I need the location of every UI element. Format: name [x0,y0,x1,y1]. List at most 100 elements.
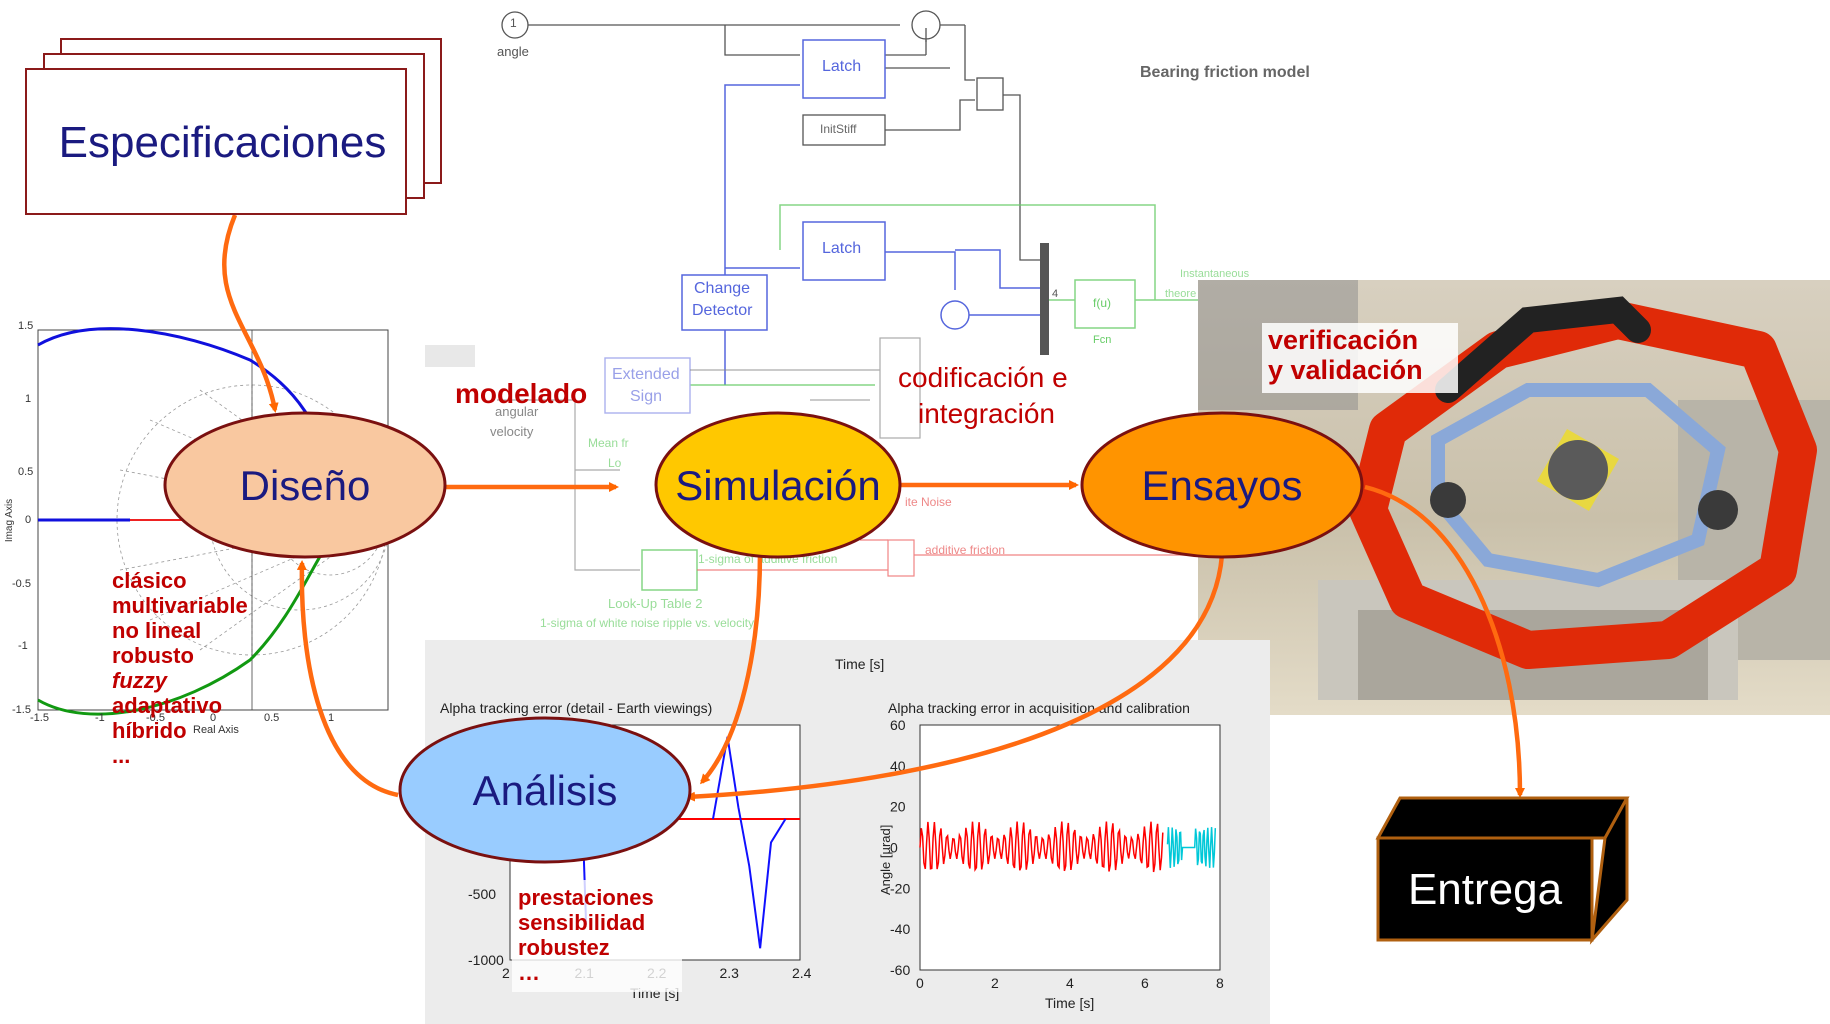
lookup-label: Look-Up Table 2 [608,596,703,611]
ensayos-label[interactable]: Ensayos [1141,462,1303,509]
product-block [976,77,1004,111]
method-item: híbrido [112,718,187,743]
analysis-metrics-bg [512,880,682,992]
method-item: ... [112,743,131,768]
nyq-ytick--0.5: -0.5 [12,578,31,590]
specs-doc-front [25,68,407,215]
inport-angle-label: angle [497,44,529,59]
mean-fr-label: Mean fr [588,436,629,450]
initstiff-label: InitStiff [820,122,857,136]
chart2-ylabel: Angle [µrad] [878,825,893,895]
change-detector-label-1: Change [694,280,751,297]
modelado-label: modelado [455,378,588,409]
sim-time-axis-label: Time [s] [835,656,885,672]
latch-2-label: Latch [822,240,862,257]
entrega-box-top [1375,796,1630,840]
arrow-analisis-to-diseno [296,560,399,798]
fcn-block [1074,279,1136,329]
sigma-white-label: 1-sigma of white noise ripple vs. veloci… [540,616,755,630]
verificacion-label-1: verificación [1268,325,1419,355]
nyq-ytick-0: 0 [25,514,32,526]
mux-block [1040,243,1049,355]
latch-block-2 [802,221,886,281]
mux-count: 4 [1052,288,1059,300]
lo-label: Lo [608,456,622,470]
inport-1-num: 1 [510,16,517,30]
chart2-series-red [919,821,1164,873]
product-block-2 [887,539,915,577]
chart1-xtick: 2.3 [720,965,740,981]
chart2-title: Alpha tracking error in acquisition and … [888,700,1190,716]
entrega-label[interactable]: Entrega [1407,865,1563,914]
simulacion-node [654,411,902,559]
extended-sign-block [604,357,691,414]
chart2-ytick: 60 [890,717,906,733]
codificacion-label-2: integración [918,398,1055,429]
latch-1-label: Latch [822,58,862,75]
diseno-node [163,411,447,559]
nyq-xlabel: Real Axis [193,724,239,736]
analisis-label[interactable]: Análisis [472,767,618,814]
inport-2-label-2: velocity [490,424,534,439]
nyq-xtick--1.5: -1.5 [30,712,49,724]
latch-block-1 [802,39,886,99]
metric-item: … [518,960,540,985]
chart2-xtick: 2 [991,975,999,991]
entrega-box-side [1589,797,1629,945]
arrow-ensayos-to-analisis [685,554,1225,802]
arrow-simulacion-to-analisis [699,551,763,785]
fcn-label: Fcn [1093,334,1112,346]
codificacion-label-1: codificación e [898,362,1068,393]
ensayos-node [1080,411,1364,559]
metric-item: robustez [518,935,610,960]
nyq-ytick-1: 1 [25,393,32,405]
analysis-metrics-list: prestaciones sensibilidad robustez … [518,885,654,985]
chart2-ytick: -60 [890,962,910,978]
inport-2-label-1: angular [495,404,539,419]
instant-label-1: Instantaneous [1180,268,1250,280]
instant-label-2: theore [1165,288,1197,300]
chart1-ytick: -500 [468,886,496,902]
chart-alpha-acquisition: Alpha tracking error in acquisition and … [878,700,1224,1011]
chart2-ytick: 20 [890,799,906,815]
specs-label: Especificaciones [58,118,387,167]
simulacion-label[interactable]: Simulación [675,462,881,509]
arrow-ensayos-to-entrega [1364,484,1525,798]
nyq-xtick--0.5: -0.5 [146,712,165,724]
chart2-series-cyan [1166,827,1217,868]
method-item: multivariable [112,593,248,618]
nyq-xtick--1: -1 [95,712,105,724]
design-methods-list: clásico multivariable no lineal robusto … [112,568,248,768]
method-item: no lineal [112,618,202,643]
chart2-ytick: 0 [890,840,898,856]
nyq-xtick-0: 0 [210,712,217,724]
metric-item: sensibilidad [518,910,646,935]
method-item: robusto [112,643,194,668]
method-item: fuzzy [112,668,167,693]
method-item: clásico [112,568,187,593]
chart2-xtick: 0 [916,975,924,991]
white-noise-label: ite Noise [905,495,952,509]
nyq-ytick-1.5: 1.5 [18,320,34,332]
chart2-ytick: -40 [890,921,910,937]
chart2-ytick: -20 [890,880,910,896]
extended-sign-label-1: Extended [612,366,680,383]
extended-sign-label-2: Sign [630,388,663,405]
verificacion-bg [1262,323,1458,393]
additive-friction-label: additive friction [925,543,1006,557]
chart1-ytick: -1000 [468,952,504,968]
analisis-node [398,716,692,864]
simulink-title: Bearing friction model [1140,64,1310,81]
chart2-xtick: 4 [1066,975,1074,991]
chart2-xlabel: Time [s] [1045,995,1094,1011]
fcn-fu-label: f(u) [1093,296,1111,310]
change-detector-label-2: Detector [692,302,753,319]
nyq-ytick-0.5: 0.5 [18,466,34,478]
diseno-label[interactable]: Diseño [239,462,371,509]
chart1-xtick: 2.4 [792,965,812,981]
chart2-ytick: 40 [890,758,906,774]
chart2-xtick: 8 [1216,975,1224,991]
entrega-box-front [1376,836,1594,942]
chart2-xtick: 6 [1141,975,1149,991]
